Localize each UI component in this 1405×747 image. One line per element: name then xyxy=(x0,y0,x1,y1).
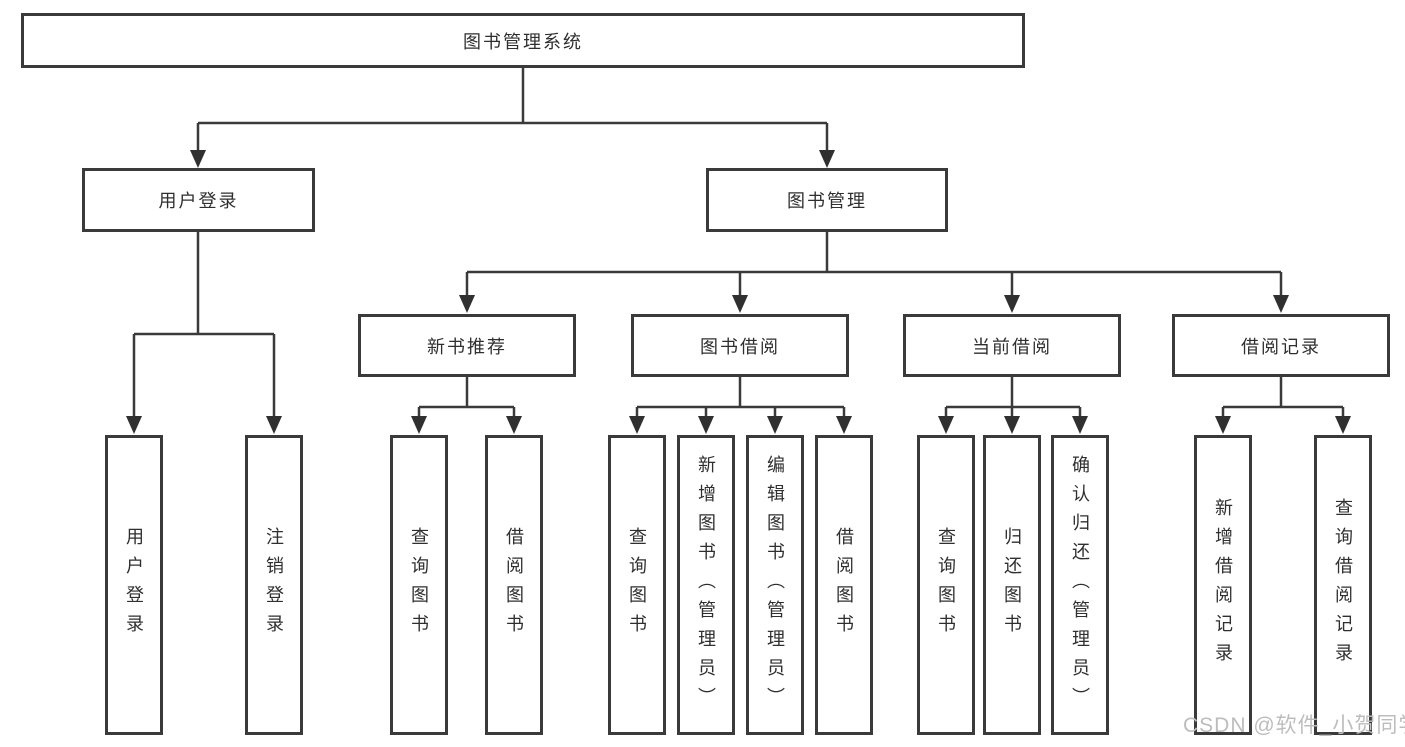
csdn-watermark: CSDN @软件_小贺同学 xyxy=(1183,714,1405,737)
leaf-query-books-3-label: 查询图书 xyxy=(936,527,956,643)
node-root: 图书管理系统 xyxy=(21,13,1025,68)
leaf-logout: 注销登录 xyxy=(245,435,303,735)
leaf-query-books-2-label: 查询图书 xyxy=(627,527,647,643)
leaf-query-books-3: 查询图书 xyxy=(917,435,975,735)
node-book-management: 图书管理 xyxy=(706,168,948,232)
leaf-add-borrow-record: 新增借阅记录 xyxy=(1194,435,1252,735)
leaf-logout-label: 注销登录 xyxy=(264,527,284,643)
node-current-borrow: 当前借阅 xyxy=(903,314,1121,377)
edge-to-leaf-edit-book xyxy=(767,407,783,434)
edge-to-leaf-query-books-2 xyxy=(629,407,645,434)
edge-root-to-book-management xyxy=(819,123,835,168)
edge-new-book-recommend-trunk xyxy=(419,377,514,409)
edge-to-leaf-add-book xyxy=(698,407,714,434)
leaf-query-books-2: 查询图书 xyxy=(608,435,666,735)
edge-to-leaf-logout xyxy=(266,334,282,434)
edge-book-borrow-trunk xyxy=(637,377,844,409)
leaf-return-book: 归还图书 xyxy=(983,435,1041,735)
leaf-borrow-books-2-label: 借阅图书 xyxy=(834,527,854,643)
node-book-management-label: 图书管理 xyxy=(787,191,867,211)
node-borrow-records: 借阅记录 xyxy=(1172,314,1390,377)
node-book-borrow-label: 图书借阅 xyxy=(700,336,780,357)
leaf-query-borrow-record-label: 查询借阅记录 xyxy=(1333,498,1353,672)
edge-root-to-user-login xyxy=(190,123,206,168)
node-book-borrow: 图书借阅 xyxy=(631,314,849,377)
leaf-query-books-1: 查询图书 xyxy=(390,435,448,735)
edge-to-leaf-return-book xyxy=(1004,407,1020,434)
leaf-add-book-admin-label: 新增图书（管理员） xyxy=(696,454,716,716)
node-user-login-label: 用户登录 xyxy=(158,191,239,211)
edge-current-borrow-trunk xyxy=(946,377,1080,409)
edge-to-leaf-query-borrow-record xyxy=(1335,407,1351,434)
edge-to-leaf-confirm-return xyxy=(1072,407,1088,434)
edge-to-leaf-borrow-books-1 xyxy=(506,407,522,434)
edge-borrow-records-trunk xyxy=(1223,377,1343,409)
leaf-confirm-return-admin-label: 确认归还（管理员） xyxy=(1070,454,1090,716)
leaf-return-book-label: 归还图书 xyxy=(1002,527,1022,643)
edge-book-management-trunk xyxy=(467,232,1281,274)
node-new-book-recommend-label: 新书推荐 xyxy=(427,336,507,357)
node-new-book-recommend: 新书推荐 xyxy=(358,314,576,377)
leaf-query-borrow-record: 查询借阅记录 xyxy=(1314,435,1372,735)
edge-user-login-trunk xyxy=(134,232,274,336)
edge-root-trunk xyxy=(198,68,827,125)
leaf-user-login-label: 用户登录 xyxy=(124,527,144,643)
leaf-edit-book-admin-label: 编辑图书（管理员） xyxy=(765,454,785,716)
node-user-login: 用户登录 xyxy=(82,168,315,232)
edge-to-leaf-query-books-1 xyxy=(411,407,427,434)
leaf-add-book-admin: 新增图书（管理员） xyxy=(677,435,735,735)
leaf-query-books-1-label: 查询图书 xyxy=(409,527,429,643)
edge-to-leaf-borrow-books-2 xyxy=(836,407,852,434)
edge-to-leaf-add-borrow-record xyxy=(1215,407,1231,434)
leaf-confirm-return-admin: 确认归还（管理员） xyxy=(1051,435,1109,735)
leaf-borrow-books-2: 借阅图书 xyxy=(815,435,873,735)
leaf-borrow-books-1: 借阅图书 xyxy=(485,435,543,735)
edge-to-leaf-query-books-3 xyxy=(938,407,954,434)
edge-to-book-borrow xyxy=(732,272,748,313)
leaf-borrow-books-1-label: 借阅图书 xyxy=(504,527,524,643)
node-root-label: 图书管理系统 xyxy=(463,31,583,52)
node-current-borrow-label: 当前借阅 xyxy=(972,336,1052,357)
leaf-user-login: 用户登录 xyxy=(105,435,163,735)
leaf-edit-book-admin: 编辑图书（管理员） xyxy=(746,435,804,735)
edge-to-current-borrow xyxy=(1004,272,1020,313)
leaf-add-borrow-record-label: 新增借阅记录 xyxy=(1213,498,1233,672)
edge-to-borrow-records xyxy=(1273,272,1289,313)
edge-to-leaf-user-login xyxy=(126,334,142,434)
node-borrow-records-label: 借阅记录 xyxy=(1241,336,1321,357)
edge-to-new-book-recommend xyxy=(459,272,475,313)
